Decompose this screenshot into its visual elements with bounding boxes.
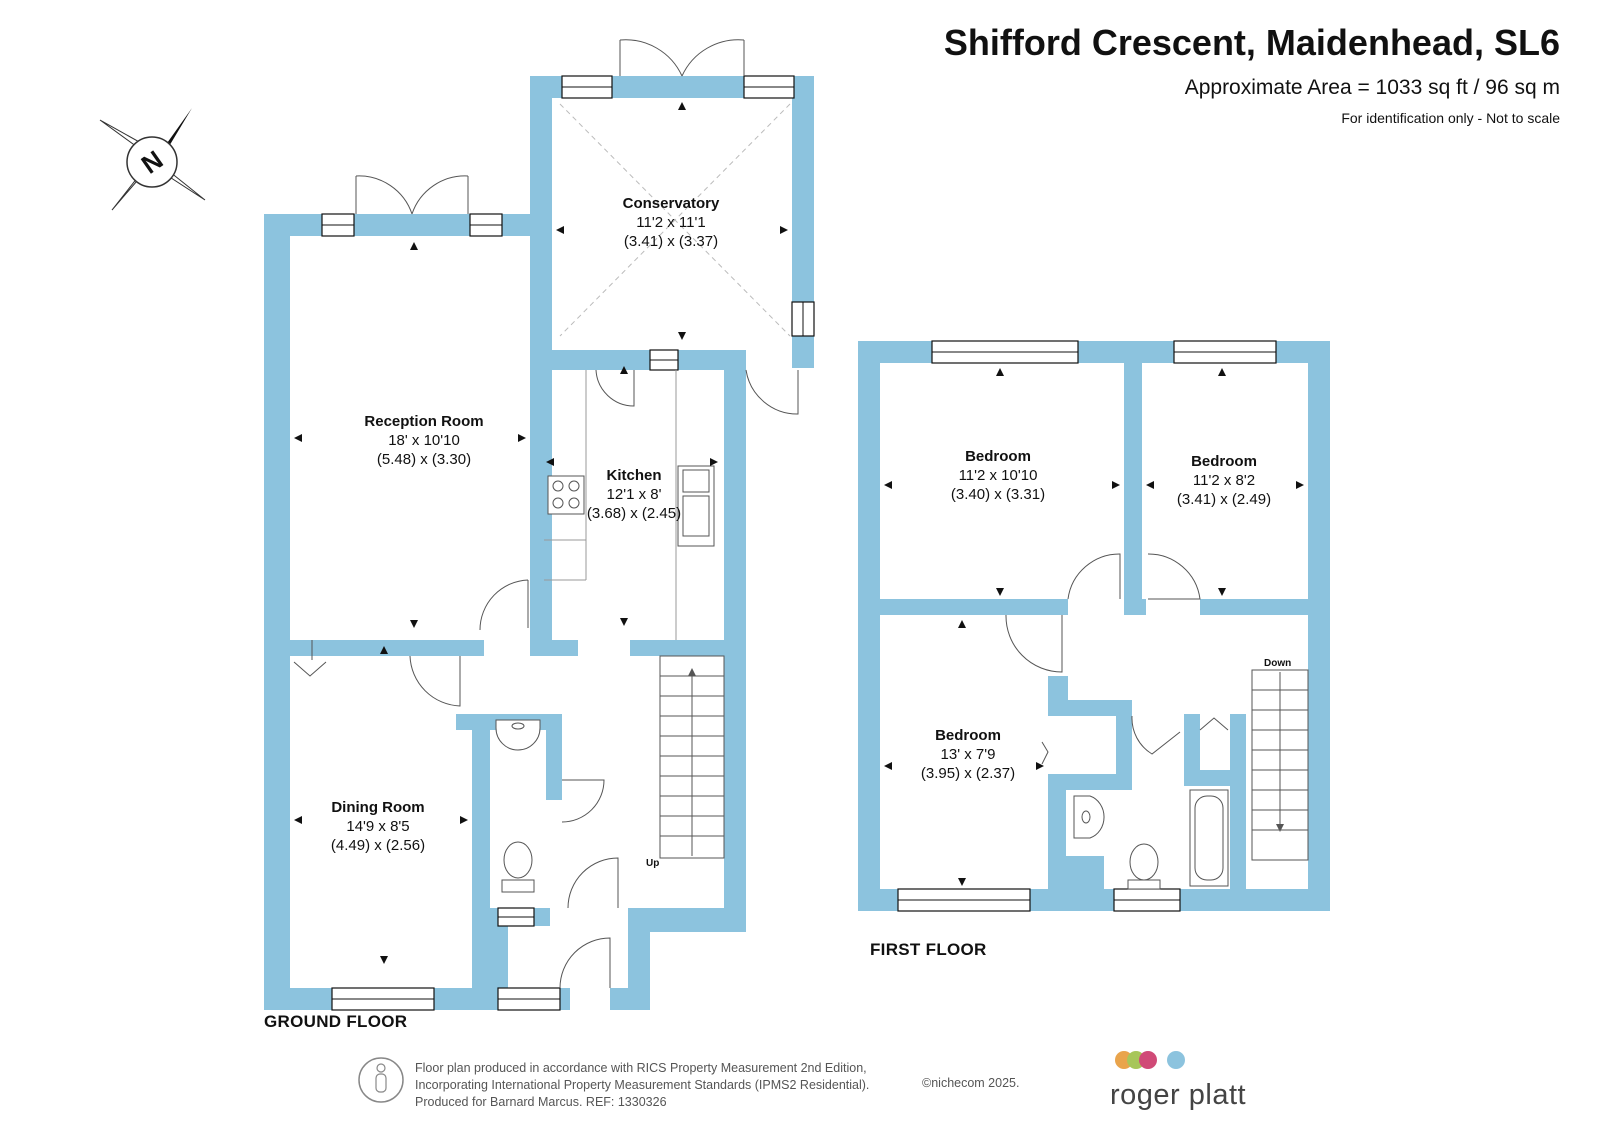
room-label-kitchen: Kitchen 12'1 x 8' (3.68) x (2.45)	[587, 467, 681, 522]
room-dimensions-metric: (3.40) x (3.31)	[951, 486, 1045, 503]
property-title: Shifford Crescent, Maidenhead, SL6	[943, 22, 1560, 63]
brand-name: roger platt	[1110, 1079, 1247, 1111]
room-label-dining: Dining Room 14'9 x 8'5 (4.49) x (2.56)	[331, 799, 425, 854]
first-floor-stairs	[1251, 669, 1309, 861]
room-dimensions-imperial: 11'2 x 10'10	[959, 467, 1038, 484]
brand-logo-dots	[1115, 1051, 1185, 1069]
brand-dot	[1139, 1051, 1157, 1069]
conservatory-roof-lines	[559, 103, 791, 337]
footer-notes: Floor plan produced in accordance with R…	[415, 1060, 869, 1111]
room-label-bedroom-3: Bedroom 13' x 7'9 (3.95) x (2.37)	[921, 727, 1015, 782]
identification-note: For identification only - Not to scale	[1341, 110, 1560, 126]
room-dimensions-metric: (3.95) x (2.37)	[921, 765, 1015, 782]
room-dimensions-imperial: 11'2 x 11'1	[636, 214, 705, 231]
room-label-reception: Reception Room 18' x 10'10 (5.48) x (3.3…	[364, 413, 483, 468]
room-name: Reception Room	[364, 413, 483, 430]
footer-line-3: Produced for Barnard Marcus. REF: 133032…	[415, 1095, 667, 1109]
room-dimensions-imperial: 14'9 x 8'5	[346, 818, 409, 835]
room-name: Bedroom	[965, 448, 1031, 465]
room-dimensions-imperial: 18' x 10'10	[388, 432, 460, 449]
stairs-up-label: Up	[646, 858, 659, 869]
bathroom-fixtures	[1073, 789, 1229, 890]
room-name: Conservatory	[623, 195, 720, 212]
room-label-conservatory: Conservatory 11'2 x 11'1 (3.41) x (3.37)	[623, 195, 720, 250]
room-name: Kitchen	[606, 467, 661, 484]
ground-floor-doors	[293, 39, 799, 989]
first-floor-label: FIRST FLOOR	[870, 940, 987, 959]
dimension-arrows	[294, 102, 1304, 964]
room-dimensions-metric: (3.41) x (3.37)	[624, 233, 718, 250]
room-label-bedroom-1: Bedroom 11'2 x 10'10 (3.40) x (3.31)	[951, 448, 1045, 503]
brand-dot	[1167, 1051, 1185, 1069]
ground-floor-label: GROUND FLOOR	[264, 1012, 408, 1031]
approximate-area: Approximate Area = 1033 sq ft / 96 sq m	[1184, 76, 1560, 99]
ground-floor-stairs	[659, 655, 725, 859]
footer-line-1: Floor plan produced in accordance with R…	[415, 1061, 867, 1075]
room-name: Bedroom	[1191, 453, 1257, 470]
first-floor-windows	[897, 340, 1277, 912]
person-info-icon	[358, 1057, 404, 1103]
stairs-down-label: Down	[1264, 658, 1291, 669]
room-dimensions-metric: (3.41) x (2.49)	[1177, 491, 1271, 508]
room-dimensions-metric: (4.49) x (2.56)	[331, 837, 425, 854]
room-dimensions-imperial: 13' x 7'9	[941, 746, 996, 763]
compass-rose-icon: N	[99, 108, 206, 211]
kitchen-fixtures	[544, 370, 715, 640]
room-label-bedroom-2: Bedroom 11'2 x 8'2 (3.41) x (2.49)	[1177, 453, 1271, 508]
footer-line-2: Incorporating International Property Mea…	[415, 1078, 870, 1092]
room-dimensions-imperial: 12'1 x 8'	[607, 486, 662, 503]
room-dimensions-metric: (5.48) x (3.30)	[377, 451, 471, 468]
wc-fixtures	[495, 719, 541, 893]
first-floor-doors	[1005, 553, 1229, 765]
room-dimensions-imperial: 11'2 x 8'2	[1193, 472, 1255, 489]
room-name: Dining Room	[331, 799, 424, 816]
room-name: Bedroom	[935, 727, 1001, 744]
room-dimensions-metric: (3.68) x (2.45)	[587, 505, 681, 522]
copyright: ©nichecom 2025.	[922, 1076, 1020, 1090]
ground-floor-windows	[321, 75, 815, 1011]
